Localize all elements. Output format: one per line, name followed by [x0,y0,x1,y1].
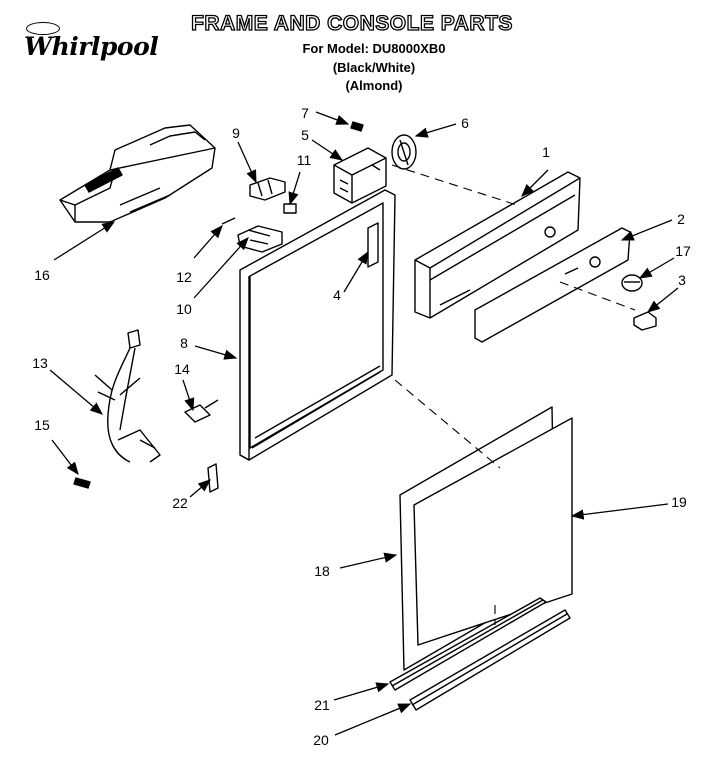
part-6-knob [391,134,417,170]
part-14-connector [184,399,219,423]
part-20-trim-strip [409,609,571,711]
part-5-switch-assembly [333,147,387,204]
part-16-console-housing [59,124,216,223]
callout-15: 15 [34,417,50,433]
part-1-console-panel [414,171,581,319]
callout-16: 16 [34,267,50,283]
model-line: For Model: DU8000XB0 [302,41,446,56]
logo-oval-mark [26,22,60,35]
callout-17: 17 [675,243,691,259]
part-9-bracket [249,177,286,201]
part-21-trim-strip [389,597,547,691]
part-15-screw [73,477,91,489]
callout-13: 13 [32,355,48,371]
callout-7: 7 [301,105,309,121]
callout-19: 19 [671,494,687,510]
callout-4: 4 [333,287,341,303]
callout-20: 20 [313,732,329,748]
callout-12: 12 [176,269,192,285]
part-7-screw [350,121,364,132]
whirlpool-logo: Whirlpool [18,22,159,64]
callout-2: 2 [677,211,685,227]
part-10-latch [237,225,283,253]
callout-10: 10 [176,301,192,317]
callout-14: 14 [174,361,190,377]
callout-1: 1 [542,144,550,160]
diagram-title: FRAME AND CONSOLE PARTS [190,11,513,35]
part-3-clip [633,311,657,331]
part-2-console-overlay [474,227,631,343]
part-17-knob [621,274,643,292]
callout-9: 9 [232,125,240,141]
part-12-screw [221,217,236,225]
part-19-door-panel [413,417,573,646]
callout-8: 8 [180,335,188,351]
part-8-door-frame [239,189,396,461]
callout-11: 11 [297,152,312,168]
variant-black-white: (Black/White) [332,60,416,75]
variant-almond: (Almond) [345,78,403,93]
callout-22: 22 [172,495,188,511]
alignment-lines [391,164,636,625]
callout-3: 3 [678,272,686,288]
part-13-wire-harness [94,329,161,463]
callout-18: 18 [314,563,330,579]
part-22-clip [207,463,219,493]
callout-21: 21 [314,697,330,713]
callout-6: 6 [461,115,469,131]
brand-name: Whirlpool [24,32,159,61]
callout-leaders [49,111,679,736]
callout-5: 5 [301,127,309,143]
part-11-clip [283,203,297,214]
